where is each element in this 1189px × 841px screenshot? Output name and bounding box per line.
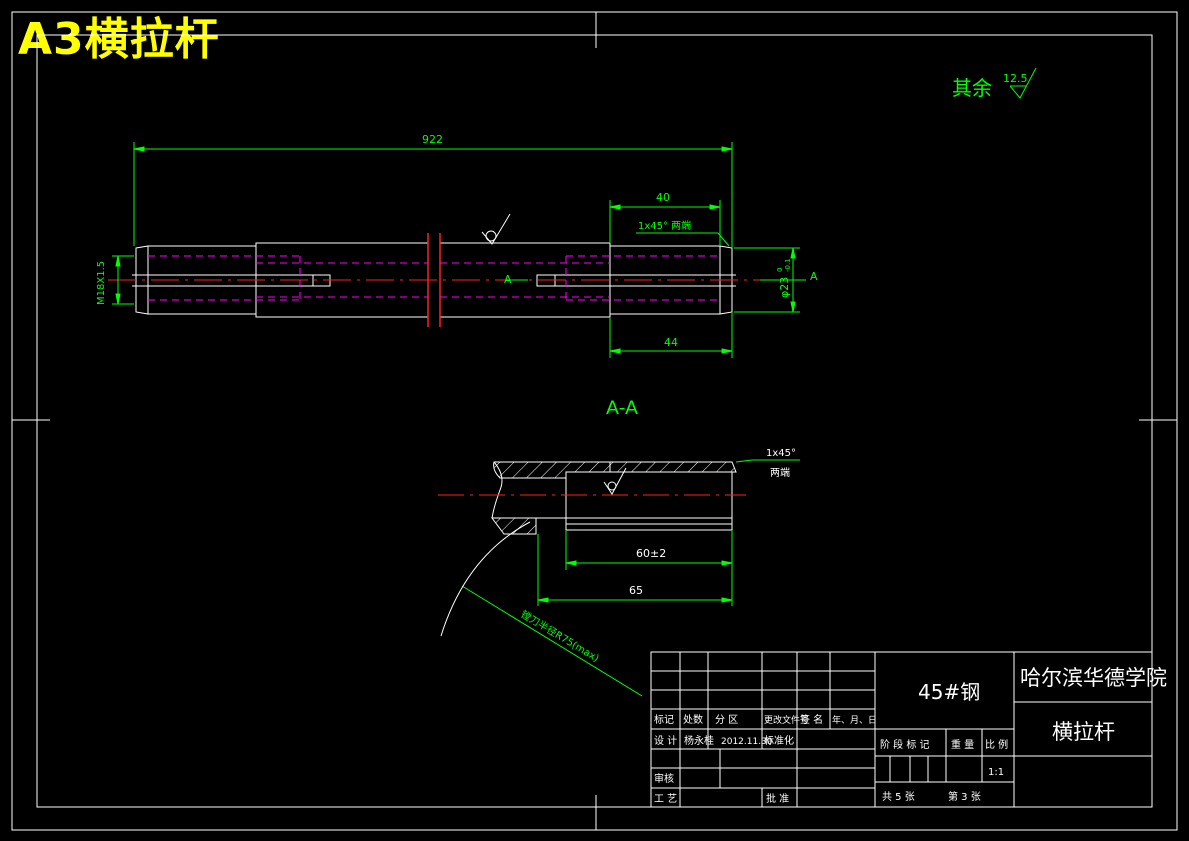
section-view: A-A xyxy=(438,397,800,697)
boring-tool-arc xyxy=(440,521,531,637)
diameter-tol-upper: 0 xyxy=(776,268,784,272)
diameter-label: φ23 xyxy=(778,277,791,298)
dim-60: 60±2 xyxy=(636,547,666,560)
chamfer-label: 1x45° 两端 xyxy=(638,219,691,232)
roughness-value: 12.5 xyxy=(1003,72,1028,85)
header-labels: 标记 处数 分 区 更改文件号 签 名 年、月、日 xyxy=(654,713,877,726)
title-block-lines xyxy=(650,651,1153,808)
dim-65: 65 xyxy=(629,584,643,597)
hidden-lines xyxy=(148,255,720,301)
main-view: 922 40 1x45° 两端 44 M18X1.5 φ23 0 -0.1 A … xyxy=(96,133,818,358)
section-mark-right: A xyxy=(810,270,818,283)
section-wall-top xyxy=(493,461,737,479)
thread-label: M18X1.5 xyxy=(96,261,107,305)
dim-44: 44 xyxy=(664,336,678,349)
shaft-roughness-mark xyxy=(481,213,511,245)
school-name: 哈尔滨华德学院 xyxy=(1020,666,1167,690)
dim-40: 40 xyxy=(656,191,670,204)
sheet-border xyxy=(11,11,1178,831)
header-label-signature: 签 名 xyxy=(800,713,823,726)
section-chamfer-note: 两端 xyxy=(770,466,790,479)
roughness-symbol xyxy=(1009,67,1037,99)
roughness-label: 其余 xyxy=(952,76,992,100)
diameter-tol-lower: -0.1 xyxy=(784,258,792,272)
header-label-zone: 分 区 xyxy=(715,714,738,726)
part-name: 横拉杆 xyxy=(1052,720,1115,744)
header-label-change-doc: 更改文件号 xyxy=(764,714,809,726)
section-chamfer-label: 1x45° xyxy=(766,448,796,459)
sheets-total: 共 5 张 xyxy=(882,791,915,803)
designer-name: 杨永桂 xyxy=(684,734,714,747)
approve-label: 批 准 xyxy=(766,792,789,805)
header-label-date: 年、月、日 xyxy=(832,714,877,726)
review-label: 审核 xyxy=(654,772,674,785)
material-label: 45#钢 xyxy=(918,680,980,704)
design-date: 2012.11.30 xyxy=(721,737,773,747)
section-mark-left: A xyxy=(504,273,512,286)
sheet-number: 第 3 张 xyxy=(948,790,981,803)
dim-922: 922 xyxy=(422,133,443,146)
stage-label: 阶 段 标 记 xyxy=(880,738,930,751)
header-label-count: 处数 xyxy=(683,713,703,726)
section-wall-bottom xyxy=(490,517,537,535)
section-roughness-mark xyxy=(603,467,627,495)
surface-roughness-note: 其余 12.5 xyxy=(952,67,1037,100)
scale-label: 比 例 xyxy=(985,738,1008,751)
main-dimensions xyxy=(112,142,806,358)
section-title: A-A xyxy=(606,397,638,419)
design-label: 设 计 xyxy=(654,734,677,747)
standardize-label: 标准化 xyxy=(764,734,794,747)
weight-label: 重 量 xyxy=(951,738,974,751)
scale-value: 1:1 xyxy=(988,767,1004,778)
sheet-title: A3横拉杆 xyxy=(18,14,220,65)
process-label: 工 艺 xyxy=(654,793,677,805)
title-block: 45#钢 哈尔滨华德学院 横拉杆 标记 处数 分 区 更改文件号 签 名 年、月… xyxy=(650,651,1167,808)
header-label-mark: 标记 xyxy=(654,714,674,726)
boring-radius-label: 镗刀半径R75(max) xyxy=(518,607,601,664)
section-outline xyxy=(491,461,733,531)
section-dimensions xyxy=(461,459,800,697)
